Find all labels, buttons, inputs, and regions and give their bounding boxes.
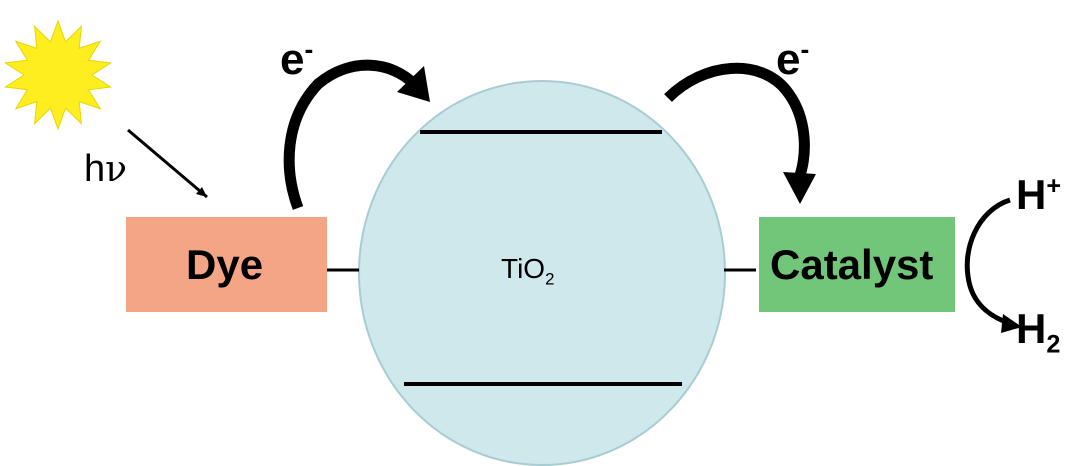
electron-right-charge: - [800, 34, 810, 65]
proton-charge: + [1046, 172, 1062, 200]
tio2-particle [358, 80, 726, 466]
light-label: hν [84, 150, 127, 188]
catalyst-label: Catalyst [770, 241, 934, 288]
electron-label-right: e- [776, 35, 809, 84]
hydrogen-label: H2 [1016, 305, 1060, 357]
hydrogen-base: H [1016, 305, 1047, 352]
electron-left-charge: - [304, 34, 314, 65]
electron-injection-arrow-icon [283, 59, 418, 210]
light-label-nu: ν [105, 149, 128, 190]
dye-box [126, 217, 327, 312]
tio2-subscript: 2 [545, 269, 555, 289]
catalyst-box [759, 217, 955, 312]
electron-right-base: e [776, 35, 801, 84]
tio2-label: TiO2 [501, 253, 554, 288]
proton-label: H+ [1016, 171, 1062, 218]
hydrogen-subscript: 2 [1046, 330, 1061, 359]
electron-transfer-arrow-icon [664, 62, 810, 180]
proton-reduction-arrowhead [1001, 314, 1022, 333]
electron-label-left: e- [280, 35, 313, 84]
electron-transfer-arrowhead [783, 172, 816, 204]
proton-reduction-arrow-icon [964, 197, 1013, 327]
light-arrowhead [196, 187, 207, 197]
electron-left-base: e [280, 35, 305, 84]
light-arrow-icon [127, 128, 208, 199]
proton-base: H [1016, 171, 1047, 218]
light-label-h: h [84, 148, 106, 190]
dye-label: Dye [186, 241, 264, 288]
electron-injection-arrowhead [397, 66, 430, 102]
sun-icon [3, 19, 113, 131]
tio2-base: TiO [501, 253, 546, 284]
